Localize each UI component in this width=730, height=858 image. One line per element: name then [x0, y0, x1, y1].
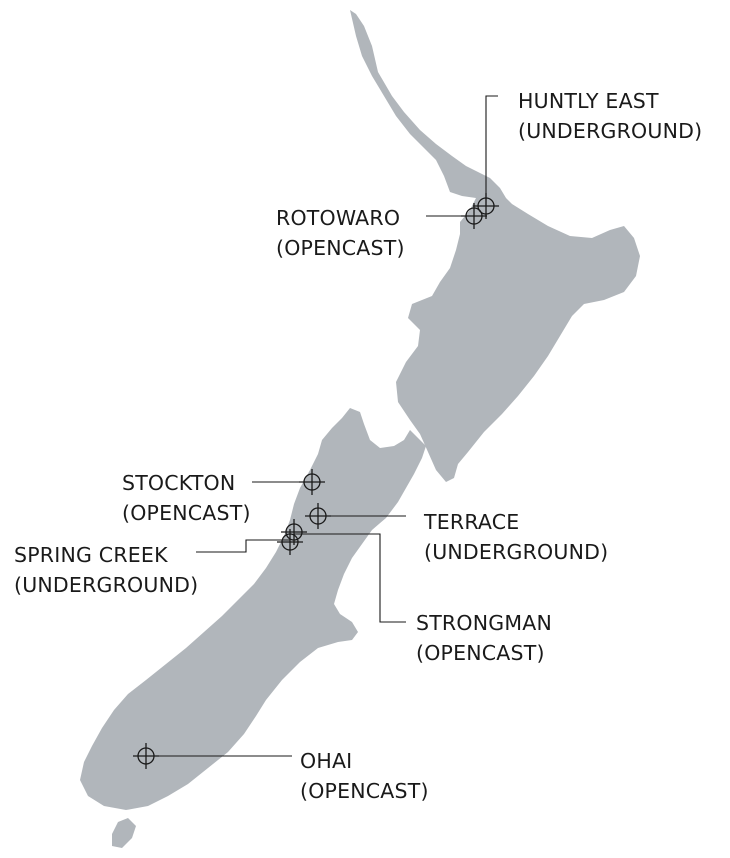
- site-label-rotowaro: ROTOWARO (OPENCAST): [276, 203, 405, 263]
- site-type: (OPENCAST): [300, 779, 429, 803]
- crosshair-circle-icon: [133, 743, 159, 769]
- crosshair-circle-icon: [299, 469, 325, 495]
- site-label-spring-creek: SPRING CREEK (UNDERGROUND): [14, 540, 198, 600]
- leader-huntly-east: [485, 95, 498, 206]
- crosshair-circle-icon: [281, 519, 307, 545]
- site-type: (UNDERGROUND): [424, 540, 609, 564]
- site-type: (UNDERGROUND): [14, 573, 199, 597]
- site-label-huntly-east: HUNTLY EAST (UNDERGROUND): [518, 86, 702, 146]
- crosshair-circle-icon: [277, 529, 303, 555]
- site-type: (UNDERGROUND): [518, 119, 703, 143]
- site-name: HUNTLY EAST: [518, 89, 659, 113]
- crosshair-circle-icon: [305, 503, 331, 529]
- site-label-ohai: OHAI (OPENCAST): [300, 746, 429, 806]
- site-label-strongman: STRONGMAN (OPENCAST): [416, 608, 552, 668]
- site-type: (OPENCAST): [122, 501, 251, 525]
- leader-strongman: [294, 533, 406, 623]
- site-name: ROTOWARO: [276, 206, 401, 230]
- site-name: STOCKTON: [122, 471, 236, 495]
- leader-spring-creek: [196, 539, 290, 553]
- site-label-stockton: STOCKTON (OPENCAST): [122, 468, 251, 528]
- site-type: (OPENCAST): [276, 236, 405, 260]
- crosshair-circle-icon: [473, 193, 499, 219]
- site-label-terrace: TERRACE (UNDERGROUND): [424, 507, 608, 567]
- site-name: TERRACE: [424, 510, 520, 534]
- site-type: (OPENCAST): [416, 641, 545, 665]
- north-island: [350, 10, 640, 482]
- south-island: [80, 408, 426, 810]
- stewart-island: [112, 818, 136, 848]
- crosshair-circle-icon: [461, 203, 487, 229]
- site-name: STRONGMAN: [416, 611, 552, 635]
- site-name: SPRING CREEK: [14, 543, 168, 567]
- site-name: OHAI: [300, 749, 353, 773]
